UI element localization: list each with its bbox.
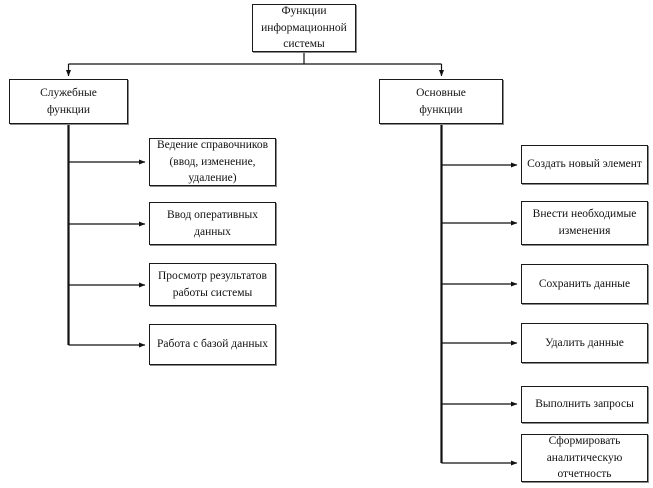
node-sohranit-dannye: Сохранить данные (521, 264, 648, 304)
node-sluzhebnye-funkcii: Служебные функции (9, 79, 128, 124)
node-prosmotr-rezultatov: Просмотр результатов работы системы (149, 263, 276, 306)
node-vvod-operativnyh-dannyh-label: Ввод оперативных данных (167, 208, 258, 238)
node-vnesti-izmeneniya-label: Внести необходимые изменения (532, 208, 637, 237)
node-vypolnit-zaprosy-label: Выполнить запросы (535, 398, 634, 411)
node-sformirovat-otchetnost: Сформировать аналитическую отчетность (521, 434, 648, 482)
node-sozdat-novyy-element-label: Создать новый элемент (527, 158, 642, 171)
node-prosmotr-rezultatov-label: Просмотр результатов работы системы (158, 269, 267, 299)
node-rabota-s-bazoy-dannyh: Работа с базой данных (149, 324, 276, 365)
node-osnovnye-funkcii: Основные функции (379, 79, 503, 124)
node-udalit-dannye-label: Удалить данные (545, 336, 624, 349)
node-sformirovat-otchetnost-label: Сформировать аналитическую отчетность (546, 435, 623, 481)
node-sohranit-dannye-label: Сохранить данные (538, 277, 631, 290)
node-vnesti-izmeneniya: Внести необходимые изменения (521, 201, 648, 245)
node-sluzhebnye-funkcii-label: Служебные функции (40, 86, 97, 116)
node-vedenie-spravochnikov: Ведение справочников (ввод, изменение, у… (149, 138, 276, 186)
node-vvod-operativnyh-dannyh: Ввод оперативных данных (149, 202, 276, 245)
node-vypolnit-zaprosy: Выполнить запросы (521, 386, 648, 423)
node-root-label: Функции информационной системы (261, 5, 347, 51)
node-vedenie-spravochnikov-label: Ведение справочников (ввод, изменение, у… (156, 139, 269, 185)
node-root: Функции информационной системы (252, 4, 356, 52)
node-udalit-dannye: Удалить данные (521, 323, 648, 363)
node-sozdat-novyy-element: Создать новый элемент (521, 145, 648, 184)
node-osnovnye-funkcii-label: Основные функции (416, 86, 466, 116)
node-rabota-s-bazoy-dannyh-label: Работа с базой данных (156, 338, 269, 351)
